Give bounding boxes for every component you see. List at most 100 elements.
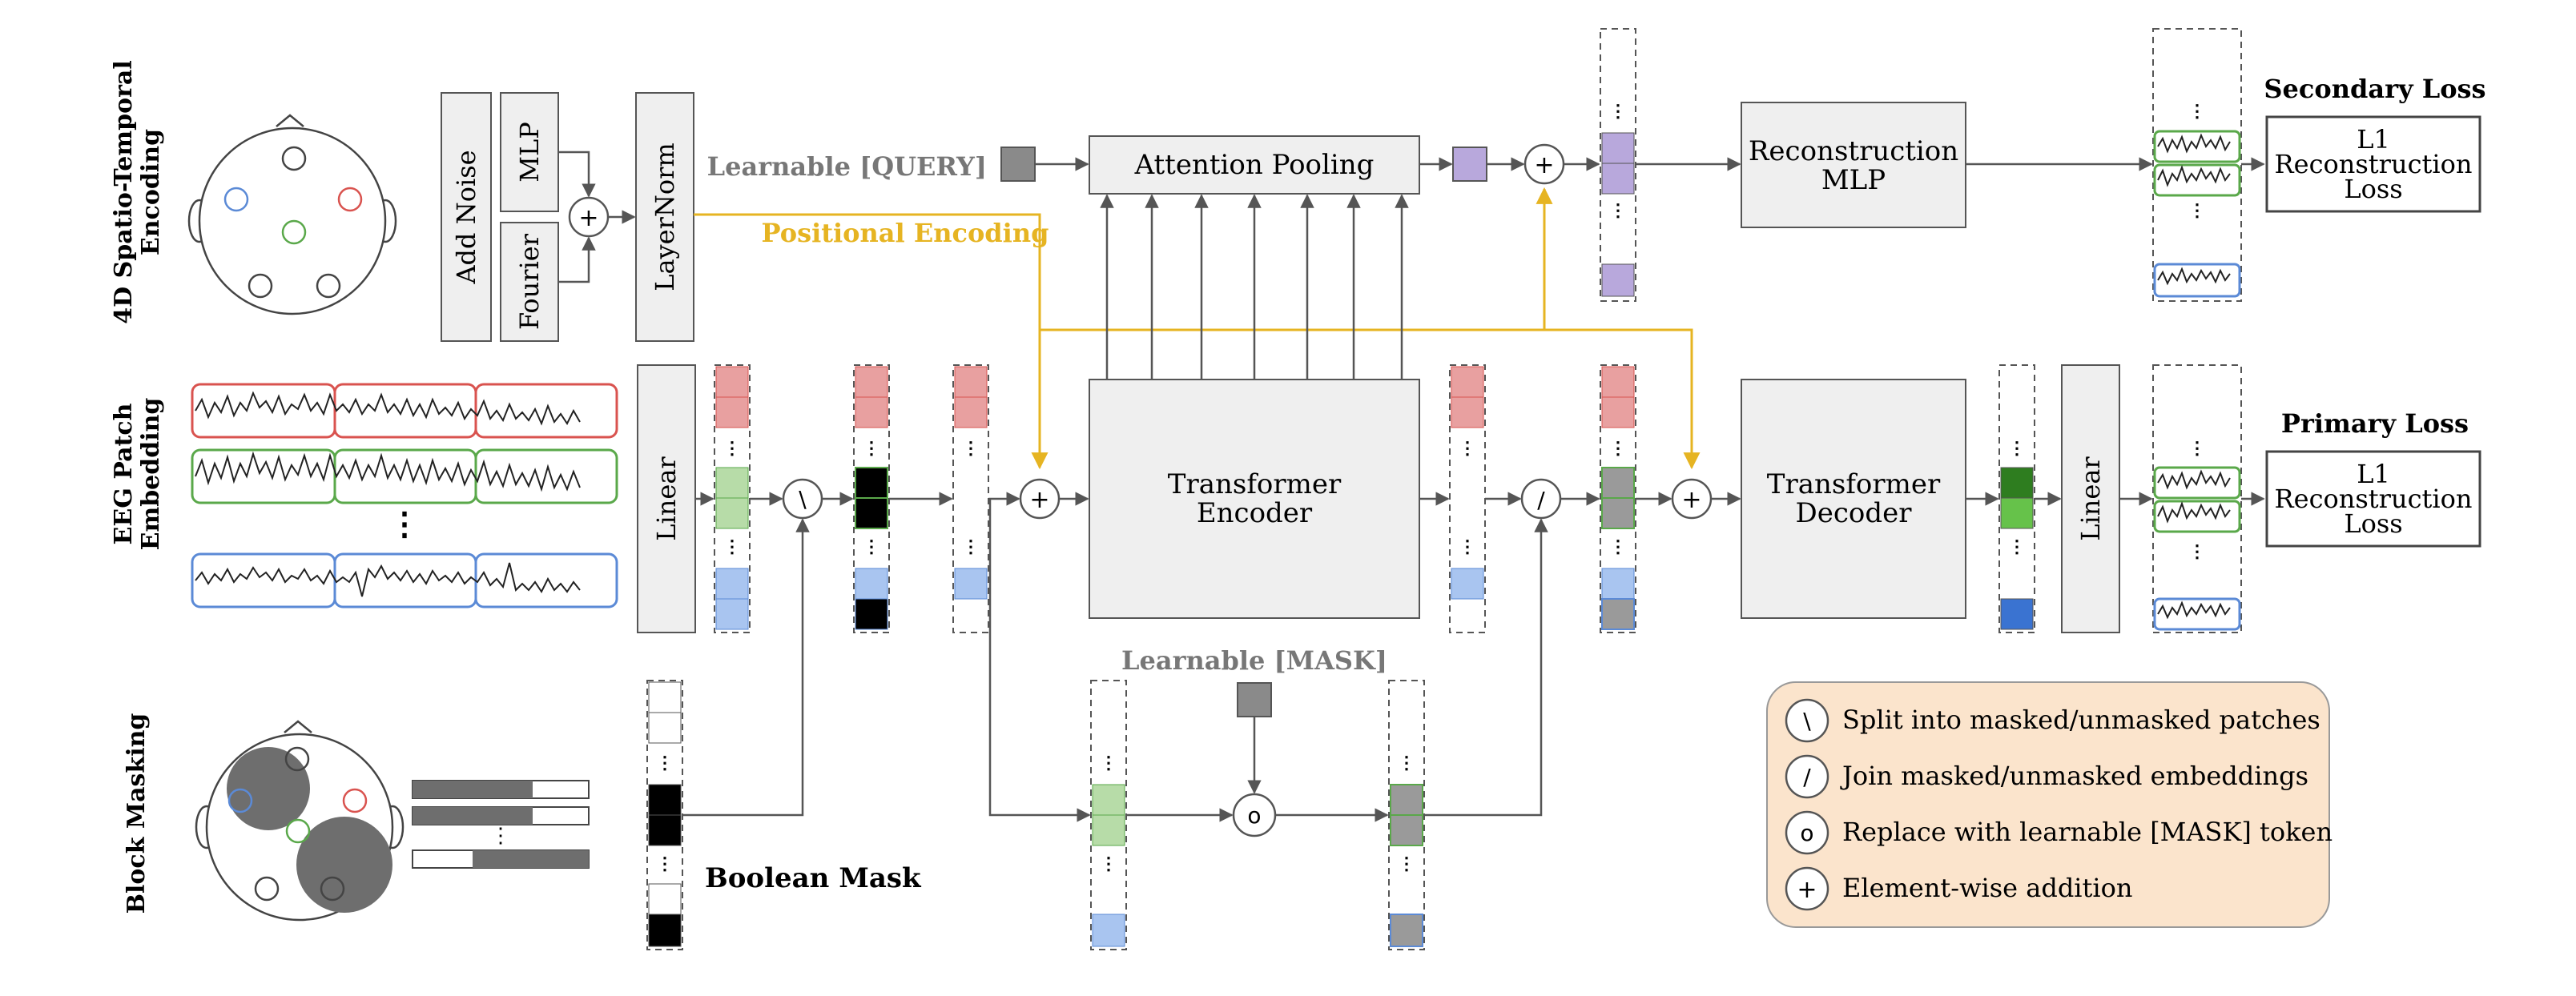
transformer-encoder-label-1: Transformer bbox=[1168, 468, 1342, 500]
fourier-block bbox=[500, 222, 559, 342]
masked-signal-strips: ⋮ bbox=[412, 780, 590, 869]
add-operator-1-symbol: + bbox=[578, 204, 598, 232]
svg-text:⋮: ⋮ bbox=[1459, 536, 1476, 557]
transformer-decoder-block bbox=[1741, 379, 1966, 619]
token-column-replaced: ⋮ ⋮ bbox=[1388, 680, 1425, 950]
add-operator-3-symbol: + bbox=[1534, 151, 1554, 179]
legend-box bbox=[1766, 681, 2330, 928]
legend-item-join: / Join masked/unmasked embeddings bbox=[1785, 754, 2308, 799]
secondary-loss-line-2: Reconstruction bbox=[2275, 149, 2473, 179]
svg-text:⋮: ⋮ bbox=[2188, 101, 2206, 122]
svg-text:⋮: ⋮ bbox=[1398, 753, 1415, 773]
svg-text:+: + bbox=[1797, 876, 1817, 904]
linear-out-label: Linear bbox=[2075, 456, 2106, 541]
secondary-loss-line-1: L1 bbox=[2357, 124, 2390, 155]
replace-operator-symbol: o bbox=[1247, 802, 1261, 829]
svg-text:⋮: ⋮ bbox=[2188, 541, 2206, 562]
primary-loss-line-2: Reconstruction bbox=[2275, 484, 2473, 514]
mlp-to-plus-arrow bbox=[558, 151, 596, 198]
primary-loss-line-1: L1 bbox=[2357, 459, 2390, 489]
svg-text:⋮: ⋮ bbox=[2188, 200, 2206, 221]
eeg-signal-grid: ⋮ bbox=[191, 383, 618, 608]
learnable-mask-label: Learnable [MASK] bbox=[1121, 645, 1387, 676]
layernorm-label: LayerNorm bbox=[650, 143, 680, 291]
svg-text:⋮: ⋮ bbox=[1100, 753, 1117, 773]
svg-text:⋮: ⋮ bbox=[1609, 438, 1627, 459]
svg-text:⋮: ⋮ bbox=[2008, 536, 2026, 557]
attention-pooling-block bbox=[1089, 135, 1420, 195]
mask-token bbox=[1237, 682, 1272, 717]
add-operator-4-symbol: + bbox=[1681, 486, 1701, 514]
unmasked-to-masked-branch bbox=[988, 499, 1091, 822]
token-column-pooled: ⋮ ⋮ bbox=[1600, 28, 1636, 302]
token-column-joined: ⋮ ⋮ bbox=[1600, 364, 1636, 633]
svg-text:/: / bbox=[1803, 764, 1811, 790]
row-label-eeg-patch: EEG Patch Embedding bbox=[110, 398, 165, 551]
reconstruction-mlp-label-1: Reconstruction bbox=[1749, 135, 1958, 167]
svg-text:⋮: ⋮ bbox=[723, 438, 741, 459]
svg-text:⋮: ⋮ bbox=[2008, 438, 2026, 459]
split-operator-symbol: \ bbox=[799, 486, 807, 512]
svg-text:⋮: ⋮ bbox=[2188, 438, 2206, 459]
reconstruction-mlp-block bbox=[1741, 102, 1966, 228]
linear-in-label: Linear bbox=[651, 456, 682, 541]
token-column-decoded: ⋮ ⋮ bbox=[1998, 364, 2035, 633]
svg-text:o: o bbox=[1800, 820, 1813, 846]
fourier-label: Fourier bbox=[514, 233, 545, 330]
svg-text:⋮: ⋮ bbox=[1609, 536, 1627, 557]
fourier-to-plus-arrow bbox=[558, 236, 596, 283]
transformer-encoder-label-2: Encoder bbox=[1197, 497, 1313, 529]
boolean-mask-label: Boolean Mask bbox=[705, 862, 922, 894]
linear-out-block bbox=[2061, 364, 2120, 633]
svg-text:Replace with learnable [MASK]: Replace with learnable [MASK] token bbox=[1842, 817, 2332, 847]
svg-text:\: \ bbox=[1803, 708, 1811, 734]
primary-loss-title: Primary Loss bbox=[2281, 408, 2469, 439]
svg-text:Embedding: Embedding bbox=[137, 398, 165, 551]
svg-text:⋮: ⋮ bbox=[1609, 200, 1627, 221]
svg-text:Encoding: Encoding bbox=[137, 129, 165, 255]
token-column-embedded: ⋮ ⋮ bbox=[714, 364, 751, 633]
svg-text:⋮: ⋮ bbox=[656, 753, 674, 773]
transformer-encoder-block bbox=[1089, 379, 1420, 619]
legend-item-replace: o Replace with learnable [MASK] token bbox=[1785, 810, 2332, 855]
secondary-loss-line-3: Loss bbox=[2344, 174, 2402, 204]
svg-text:⋮: ⋮ bbox=[388, 505, 421, 543]
reconstruction-output-primary: ⋮ ⋮ bbox=[2152, 364, 2242, 633]
legend: \ Split into masked/unmasked patches / J… bbox=[1766, 681, 2332, 928]
attention-pooling-label: Attention Pooling bbox=[1134, 149, 1375, 181]
token-column-encoded: ⋮ ⋮ bbox=[1449, 364, 1486, 633]
svg-text:⋮: ⋮ bbox=[863, 536, 880, 557]
token-column-unmasked: ⋮ ⋮ bbox=[952, 364, 989, 633]
svg-text:Element-wise addition: Element-wise addition bbox=[1842, 873, 2133, 903]
row-label-block-masking: Block Masking bbox=[123, 713, 151, 914]
join-operator-symbol: / bbox=[1537, 487, 1545, 513]
add-noise-block bbox=[441, 92, 492, 342]
boolean-mask-to-split-arrow bbox=[682, 518, 810, 817]
secondary-loss-title: Secondary Loss bbox=[2264, 74, 2485, 104]
legend-item-split: \ Split into masked/unmasked patches bbox=[1785, 698, 2320, 743]
svg-text:⋮: ⋮ bbox=[723, 536, 741, 557]
replaced-to-join-arrow bbox=[1424, 518, 1548, 817]
encoder-to-pooling-arrows bbox=[1100, 194, 1409, 380]
layernorm-block bbox=[635, 92, 694, 342]
svg-text:EEG Patch: EEG Patch bbox=[110, 403, 138, 544]
electrode-head-masked bbox=[195, 720, 405, 922]
boolean-mask-column: ⋮ ⋮ bbox=[646, 680, 683, 950]
primary-loss-box bbox=[2265, 450, 2481, 548]
svg-text:⋮: ⋮ bbox=[962, 536, 980, 557]
transformer-decoder-label-2: Decoder bbox=[1795, 497, 1912, 529]
learnable-query-label: Learnable [QUERY] bbox=[707, 151, 987, 182]
svg-text:⋮: ⋮ bbox=[1398, 853, 1415, 874]
positional-encoding-lines bbox=[694, 187, 1701, 470]
reconstruction-output-secondary: ⋮ ⋮ bbox=[2152, 28, 2242, 302]
svg-text:⋮: ⋮ bbox=[1459, 438, 1476, 459]
add-operator-2-symbol: + bbox=[1029, 486, 1049, 514]
svg-text:Split into masked/unmasked pat: Split into masked/unmasked patches bbox=[1842, 705, 2320, 735]
legend-item-add: + Element-wise addition bbox=[1785, 866, 2133, 911]
reconstruction-mlp-label-2: MLP bbox=[1821, 164, 1886, 196]
pooled-token bbox=[1452, 147, 1487, 182]
svg-text:⋮: ⋮ bbox=[1100, 853, 1117, 874]
positional-encoding-label: Positional Encoding bbox=[762, 218, 1049, 248]
row-label-spatio-temporal: 4D Spatio-Temporal Encoding bbox=[110, 60, 165, 324]
